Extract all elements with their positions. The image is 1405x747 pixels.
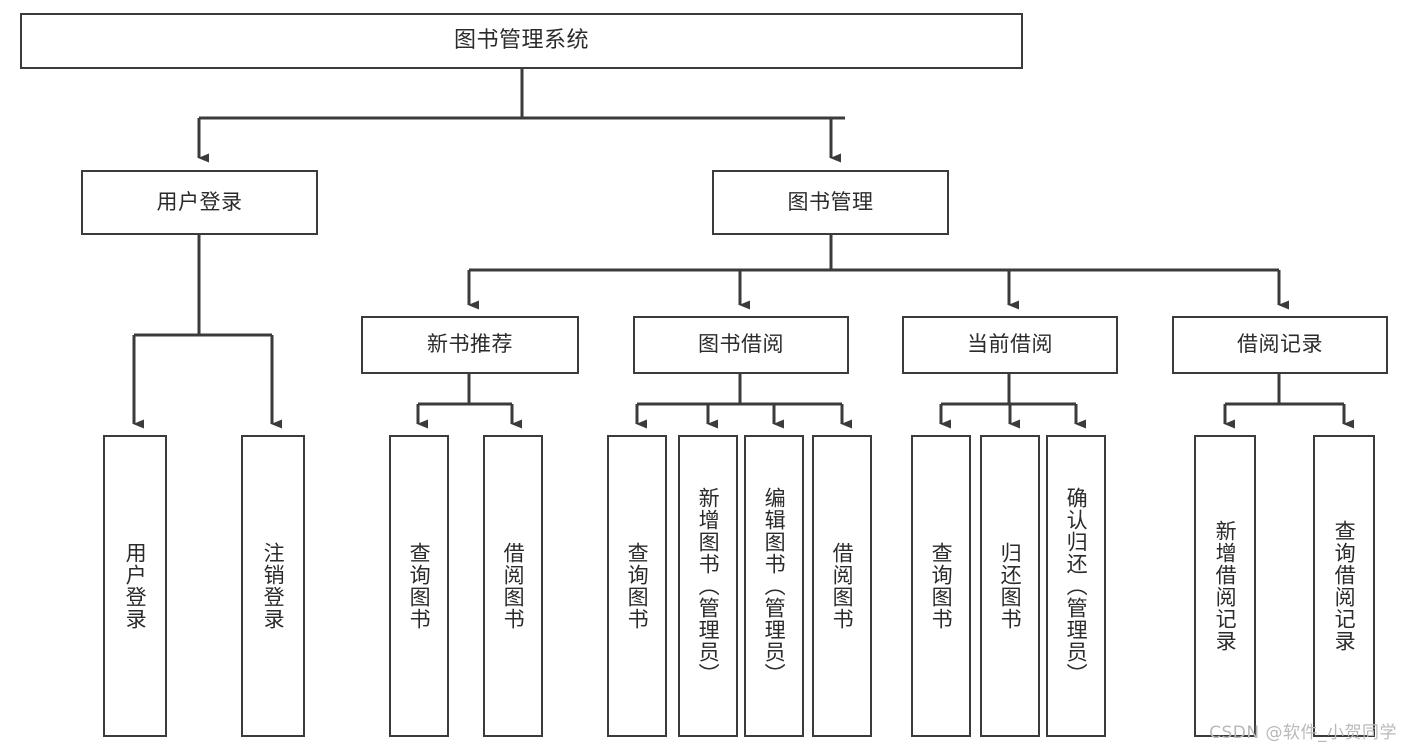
node-leaf-borrow-book-1-label: 借阅图书 (501, 542, 526, 630)
node-book-manage-label: 图书管理 (787, 189, 874, 214)
node-leaf-return-book-label: 归还图书 (998, 542, 1023, 630)
node-leaf-borrow-book-2[interactable]: 借阅图书 (812, 435, 872, 737)
node-leaf-user-logout-label: 注销登录 (261, 542, 286, 630)
node-leaf-return-book[interactable]: 归还图书 (980, 435, 1040, 737)
node-book-manage[interactable]: 图书管理 (712, 170, 949, 235)
node-root-label: 图书管理系统 (453, 27, 589, 53)
node-root[interactable]: 图书管理系统 (20, 13, 1023, 69)
node-new-book-rec-label: 新书推荐 (427, 332, 513, 357)
watermark: CSDN @软件_小贺同学 (1209, 723, 1397, 743)
node-leaf-query-book-3[interactable]: 查询图书 (911, 435, 971, 737)
node-leaf-add-record-label: 新增借阅记录 (1213, 520, 1238, 652)
node-book-borrow-label: 图书借阅 (698, 332, 784, 357)
node-current-borrow-label: 当前借阅 (967, 332, 1053, 357)
node-new-book-rec[interactable]: 新书推荐 (361, 316, 579, 374)
node-user-login-label: 用户登录 (156, 189, 243, 214)
node-leaf-add-record[interactable]: 新增借阅记录 (1194, 435, 1256, 737)
node-leaf-query-book-1[interactable]: 查询图书 (389, 435, 449, 737)
node-leaf-add-book-label: 新增图书（管理员） (696, 487, 721, 685)
node-leaf-query-record-label: 查询借阅记录 (1332, 520, 1357, 652)
node-leaf-edit-book-label: 编辑图书（管理员） (762, 487, 787, 685)
node-leaf-query-book-2-label: 查询图书 (625, 542, 650, 630)
node-leaf-query-book-3-label: 查询图书 (929, 542, 954, 630)
node-leaf-confirm-return[interactable]: 确认归还（管理员） (1046, 435, 1106, 737)
node-leaf-borrow-book-1[interactable]: 借阅图书 (483, 435, 543, 737)
node-leaf-query-book-2[interactable]: 查询图书 (607, 435, 667, 737)
node-leaf-edit-book[interactable]: 编辑图书（管理员） (744, 435, 804, 737)
node-borrow-record[interactable]: 借阅记录 (1172, 316, 1388, 374)
node-leaf-query-book-1-label: 查询图书 (407, 542, 432, 630)
node-leaf-borrow-book-2-label: 借阅图书 (830, 542, 855, 630)
node-book-borrow[interactable]: 图书借阅 (633, 316, 849, 374)
node-leaf-user-login[interactable]: 用户登录 (103, 435, 167, 737)
node-leaf-user-logout[interactable]: 注销登录 (241, 435, 305, 737)
node-current-borrow[interactable]: 当前借阅 (902, 316, 1118, 374)
node-leaf-confirm-return-label: 确认归还（管理员） (1064, 487, 1089, 685)
node-leaf-user-login-label: 用户登录 (123, 542, 148, 630)
node-leaf-add-book[interactable]: 新增图书（管理员） (678, 435, 738, 737)
node-leaf-query-record[interactable]: 查询借阅记录 (1313, 435, 1375, 737)
node-user-login[interactable]: 用户登录 (81, 170, 318, 235)
node-borrow-record-label: 借阅记录 (1237, 332, 1323, 357)
